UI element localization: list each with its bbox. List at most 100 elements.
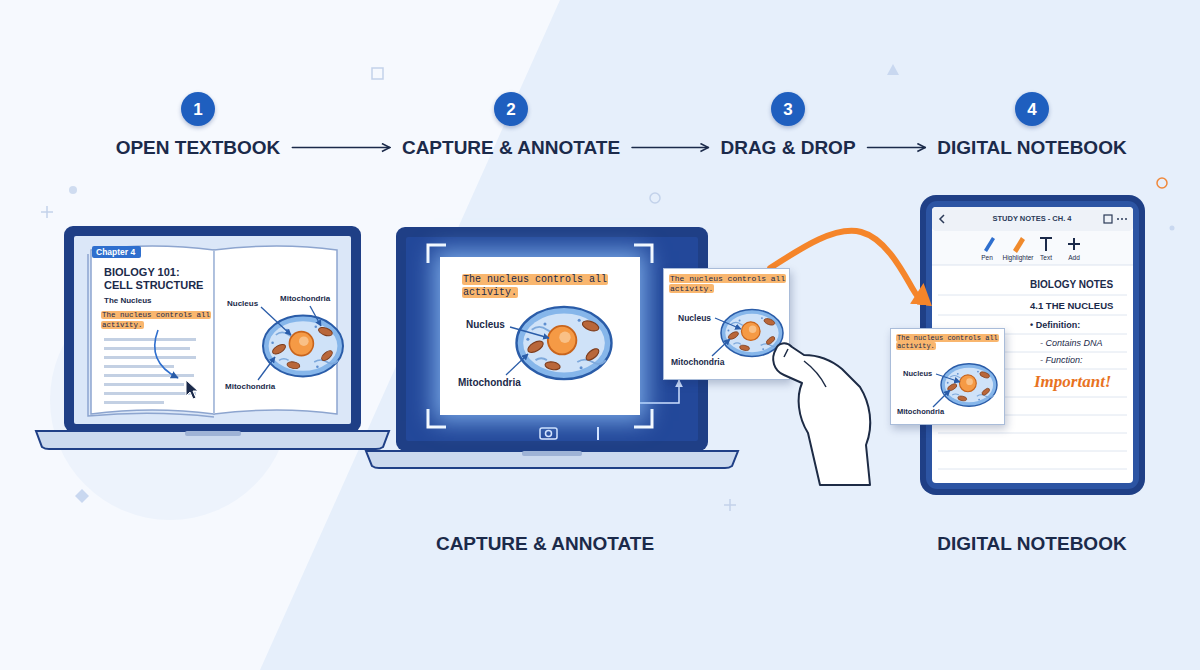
notebook-screen-art (1121, 218, 1123, 220)
step-label-wrap: OPEN TEXTBOOK (116, 137, 281, 160)
node-text: Nucleus (466, 319, 505, 330)
capture-frame-art (517, 307, 612, 379)
laptop-two (406, 237, 698, 441)
textbook-page-art (310, 306, 321, 326)
laptop-two (396, 227, 708, 451)
camera-lens (546, 431, 552, 437)
node-text: Nucleus (227, 299, 258, 308)
notebook-screen-art (938, 315, 1127, 316)
step-label-wrap: CAPTURE & ANNOTATE (402, 137, 620, 160)
panel-caption: DIGITAL NOTEBOOK (937, 533, 1126, 554)
dropped-card-art (941, 364, 997, 407)
textbook-page-art (91, 246, 214, 414)
step-number: 4 (1027, 101, 1036, 118)
step-node: 1OPEN TEXTBOOK (104, 92, 293, 160)
textbook-page-art (104, 392, 196, 395)
step-node: 3DRAG & DROP (708, 92, 867, 160)
dragged-card-art (712, 339, 730, 356)
textbook-page-art (104, 374, 194, 377)
laptop-one (36, 226, 389, 449)
dragged-card-art (773, 343, 870, 485)
dragged-card-art (721, 309, 783, 356)
text-wrap: Pen (972, 254, 1002, 262)
notebook-screen-art (932, 207, 1133, 231)
node-text: Nucleus (678, 313, 711, 323)
decoration (372, 68, 383, 79)
textbook-page-art (261, 307, 291, 335)
step-label: DIGITAL NOTEBOOK (937, 137, 1126, 158)
text-wrap: Mitochondria (280, 294, 330, 304)
text-wrap: - Contains DNA (1040, 338, 1103, 349)
textbook-page-art (104, 347, 190, 350)
node-text: Highlighter (1002, 254, 1033, 261)
notebook-screen-art (1104, 215, 1112, 223)
step-node: 4DIGITAL NOTEBOOK (925, 92, 1138, 160)
node-text: The Nucleus (104, 296, 152, 305)
text-wrap: The nucleus controls all activity. (101, 310, 212, 330)
notebook-screen-art (938, 295, 1127, 469)
capture-frame: The nucleus controls all activity. Nucleu… (440, 257, 640, 415)
flow-arrow (868, 147, 926, 149)
laptop-one (74, 236, 351, 424)
node-text: Pen (981, 254, 993, 261)
laptop-one (185, 431, 241, 436)
textbook-page-art (104, 383, 184, 386)
text-wrap: Mitochondria (458, 377, 521, 389)
notebook-screen-art (1125, 218, 1127, 220)
cursor-bar (597, 427, 599, 440)
step-number: 3 (783, 101, 792, 118)
node-text: The nucleus controls all activity. (896, 334, 999, 350)
step-circle: 4 (1015, 92, 1049, 126)
text-wrap: Chapter 4 (92, 247, 141, 257)
step-label-wrap: DIGITAL NOTEBOOK (937, 137, 1126, 160)
textbook-page-art (104, 356, 196, 359)
textbook-page-art (104, 338, 196, 404)
decoration (69, 186, 77, 194)
notebook-screen-art (1117, 218, 1127, 220)
node-text: Chapter 4 (92, 246, 141, 258)
dragged-card: The nucleus controls all activity. Nucleu… (663, 268, 790, 380)
notebook-screen-art (938, 469, 1127, 470)
notebook-screen-art (932, 265, 1133, 266)
text-wrap: STUDY NOTES - CH. 4 (957, 214, 1107, 223)
text-wrap: Nucleus (678, 313, 711, 323)
text-wrap: BIOLOGY NOTES (1030, 279, 1113, 291)
notebook-screen-art (938, 451, 1127, 452)
textbook-page-art (155, 330, 178, 378)
text-wrap: The nucleus controls all activity. (669, 274, 788, 293)
node-text: Important! (1034, 372, 1111, 391)
text-wrap: • Definition: (1030, 320, 1080, 331)
camera-icon (540, 428, 557, 439)
notebook-screen-art (1040, 238, 1052, 251)
flow-arrow (292, 147, 390, 149)
node-text: Add (1068, 254, 1080, 261)
textbook-page-art (258, 357, 275, 380)
panel-caption-wrap: CAPTURE & ANNOTATE (436, 533, 654, 555)
text-wrap: 4.1 THE NUCLEUS (1030, 300, 1113, 311)
decoration (41, 206, 53, 218)
capture-frame-art (506, 354, 528, 375)
text-wrap: Mitochondria (671, 357, 724, 367)
text-wrap: The nucleus controls all activity. (896, 334, 1003, 351)
dropped-card-art (936, 374, 960, 382)
step-circle: 3 (771, 92, 805, 126)
node-text: • Definition: (1030, 320, 1080, 330)
node-text: The nucleus controls all activity. (462, 274, 608, 298)
dropped-card-art (933, 390, 950, 407)
textbook-page-art (186, 380, 198, 399)
node-text: - Function: (1040, 355, 1083, 365)
decoration (75, 489, 89, 503)
text-wrap: Nucleus (903, 369, 932, 378)
node-text: STUDY NOTES - CH. 4 (992, 214, 1071, 223)
step-label: DRAG & DROP (720, 137, 855, 158)
decoration (650, 193, 660, 203)
node-text: Mitochondria (458, 377, 521, 388)
text-wrap: BIOLOGY 101: CELL STRUCTURE (104, 266, 208, 291)
text-wrap: Nucleus (227, 299, 258, 309)
panel-caption: CAPTURE & ANNOTATE (436, 533, 654, 554)
flow-arrow (632, 147, 708, 149)
dropped-card: The nucleus controls all activity. Nucleu… (890, 328, 1005, 425)
flow-arrow (770, 231, 922, 299)
node-text: Mitochondria (671, 357, 724, 367)
